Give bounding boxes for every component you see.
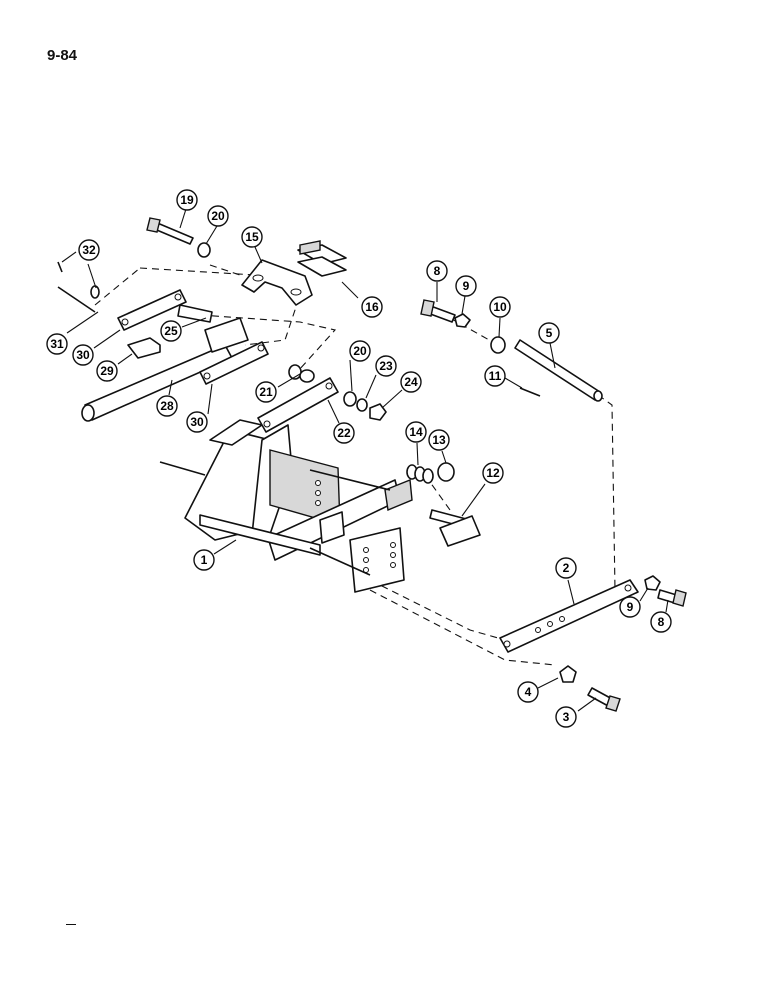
washer-lower — [343, 391, 357, 407]
collar — [437, 462, 455, 482]
callout-10: 10 — [489, 296, 511, 318]
callout-14: 14 — [405, 421, 427, 443]
lower-arm — [499, 579, 639, 653]
svg-text:1: 1 — [201, 553, 208, 567]
callout-16: 16 — [361, 296, 383, 318]
callout-29: 29 — [96, 360, 118, 382]
svg-text:30: 30 — [76, 348, 90, 362]
callout-20b: 20 — [349, 340, 371, 362]
u-bracket — [241, 259, 313, 306]
pin-shaft — [514, 339, 603, 402]
callout-1: 1 — [193, 549, 215, 571]
wear-pads — [297, 240, 347, 277]
svg-text:29: 29 — [100, 364, 114, 378]
long-pin — [57, 286, 96, 313]
lock-washer — [356, 398, 368, 412]
assembly-dashed-lines — [94, 264, 616, 666]
svg-text:31: 31 — [50, 337, 64, 351]
svg-text:19: 19 — [180, 193, 194, 207]
svg-text:16: 16 — [365, 300, 379, 314]
callout-2: 2 — [555, 557, 577, 579]
callout-24: 24 — [400, 371, 422, 393]
bushing — [299, 369, 315, 383]
nut-bottom — [559, 665, 577, 683]
callout-22: 22 — [333, 422, 355, 444]
callout-8b: 8 — [650, 611, 672, 633]
bolt-upper-right — [420, 299, 456, 323]
callout-21: 21 — [255, 381, 277, 403]
callout-28: 28 — [156, 395, 178, 417]
svg-text:13: 13 — [432, 433, 446, 447]
handle-pin — [429, 509, 481, 547]
page-mark — [66, 924, 76, 925]
nut-lower-right — [644, 575, 661, 591]
callout-5: 5 — [538, 322, 560, 344]
svg-text:11: 11 — [489, 369, 502, 383]
svg-text:24: 24 — [404, 375, 418, 389]
svg-text:3: 3 — [563, 710, 570, 724]
bolt-top — [146, 217, 194, 245]
small-pin — [519, 387, 541, 397]
link-bar — [257, 377, 339, 433]
callout-25: 25 — [160, 320, 182, 342]
bracket — [127, 337, 161, 359]
callout-30b: 30 — [186, 411, 208, 433]
nut-upper-right — [454, 313, 471, 328]
svg-text:8: 8 — [434, 264, 441, 278]
page-number: 9-84 — [47, 47, 78, 64]
callout-23: 23 — [375, 355, 397, 377]
svg-text:28: 28 — [160, 399, 174, 413]
svg-text:2: 2 — [563, 561, 570, 575]
svg-text:4: 4 — [525, 685, 532, 699]
svg-text:14: 14 — [409, 425, 423, 439]
callout-11: 11 — [484, 365, 506, 387]
svg-text:9: 9 — [463, 279, 470, 293]
callout-3: 3 — [555, 706, 577, 728]
callout-4: 4 — [517, 681, 539, 703]
bolt-lower-right — [657, 589, 687, 607]
leader-lines — [61, 208, 669, 712]
clevis — [177, 304, 249, 353]
spring — [406, 464, 434, 484]
svg-text:22: 22 — [337, 426, 351, 440]
washer-top — [197, 242, 211, 258]
callout-12: 12 — [482, 462, 504, 484]
callout-20a: 20 — [207, 205, 229, 227]
callout-13: 13 — [428, 429, 450, 451]
callout-9b: 9 — [619, 596, 641, 618]
callout-19: 19 — [176, 189, 198, 211]
svg-text:30: 30 — [190, 415, 204, 429]
bolt-bottom — [587, 687, 621, 712]
svg-text:15: 15 — [245, 230, 259, 244]
svg-text:12: 12 — [486, 466, 500, 480]
svg-text:8: 8 — [658, 615, 665, 629]
svg-text:23: 23 — [379, 359, 393, 373]
callout-9a: 9 — [455, 275, 477, 297]
svg-text:20: 20 — [211, 209, 225, 223]
callout-15: 15 — [241, 226, 263, 248]
svg-text:25: 25 — [164, 324, 178, 338]
svg-text:20: 20 — [353, 344, 367, 358]
svg-text:5: 5 — [546, 326, 553, 340]
strap-lower — [199, 341, 269, 385]
main-frame — [159, 419, 413, 593]
callout-30a: 30 — [72, 344, 94, 366]
washer-upper-right — [490, 336, 506, 354]
svg-text:21: 21 — [259, 385, 273, 399]
svg-text:32: 32 — [82, 243, 96, 257]
svg-text:9: 9 — [627, 600, 634, 614]
callout-31: 31 — [46, 333, 68, 355]
callout-32: 32 — [78, 239, 100, 261]
strap-upper — [117, 289, 187, 331]
callout-8a: 8 — [426, 260, 448, 282]
svg-text:10: 10 — [493, 300, 507, 314]
